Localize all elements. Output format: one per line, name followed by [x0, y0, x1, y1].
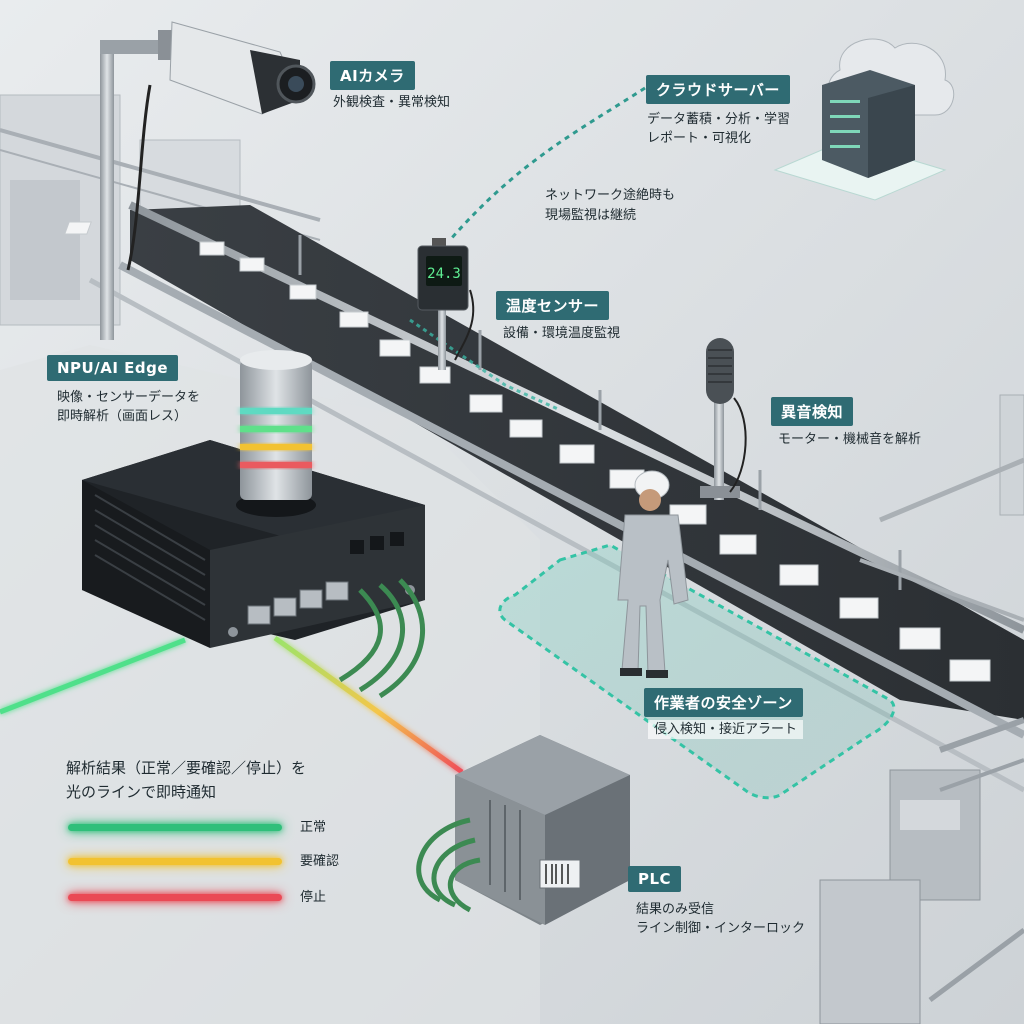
- cloud-server-icon: [773, 38, 955, 201]
- cloud-desc: データ蓄積・分析・学習 レポート・可視化: [647, 110, 790, 148]
- legend-line-normal: [68, 824, 282, 831]
- temperature-display: 24.3: [427, 266, 461, 282]
- legend-title-line: 光のラインで即時通知: [66, 783, 217, 801]
- legend-title: 解析結果（正常／要確認／停止）を 光のラインで即時通知: [66, 756, 306, 804]
- network-note: ネットワーク途絶時も 現場監視は継続: [545, 186, 675, 226]
- legend-label-stop: 停止: [300, 890, 327, 905]
- safety-desc: 侵入検知・接近アラート: [648, 720, 804, 739]
- camera-desc: 外観検査・異常検知: [333, 95, 451, 110]
- plc-desc: 結果のみ受信 ライン制御・インターロック: [636, 900, 805, 938]
- legend-item-stop: 停止: [68, 888, 368, 908]
- legend-item-normal: 正常: [68, 818, 368, 838]
- legend-line-stop: [68, 894, 282, 901]
- cloud-title: クラウドサーバー: [646, 75, 790, 104]
- worker-icon: [617, 470, 689, 678]
- legend-label-check: 要確認: [300, 854, 340, 869]
- network-note-line: 現場監視は継続: [545, 208, 637, 223]
- temperature-sensor-icon: [417, 238, 475, 370]
- cloud-desc-line: レポート・可視化: [647, 131, 752, 146]
- plc-icon: [416, 735, 630, 925]
- plc-desc-line: ライン制御・インターロック: [636, 921, 806, 936]
- camera-icon: [100, 21, 316, 340]
- acoustic-desc: モーター・機械音を解析: [778, 432, 922, 447]
- plc-desc-line: 結果のみ受信: [636, 902, 715, 917]
- safety-title: 作業者の安全ゾーン: [644, 688, 803, 717]
- plc-title: PLC: [628, 866, 682, 892]
- network-note-line: ネットワーク途絶時も: [545, 188, 676, 203]
- edge-title: NPU/AI Edge: [47, 355, 179, 381]
- acoustic-title: 異音検知: [771, 397, 854, 426]
- edge-desc-line: 即時解析（画面レス）: [57, 409, 188, 424]
- microphone-icon: [700, 338, 747, 500]
- status-beam-green: [0, 637, 186, 715]
- legend-label-normal: 正常: [300, 820, 327, 835]
- cloud-desc-line: データ蓄積・分析・学習: [647, 112, 791, 127]
- network-link-belt: [409, 318, 561, 412]
- temp-sensor-desc: 設備・環境温度監視: [503, 326, 621, 341]
- legend-line-check: [68, 858, 282, 865]
- temp-sensor-title: 温度センサー: [496, 291, 610, 320]
- legend-title-line: 解析結果（正常／要確認／停止）を: [66, 759, 307, 777]
- edge-desc-line: 映像・センサーデータを: [57, 390, 201, 405]
- legend-item-check: 要確認: [68, 852, 368, 872]
- camera-title: AIカメラ: [330, 61, 415, 90]
- right-machines: [819, 394, 1024, 1024]
- network-link: [448, 86, 646, 241]
- edge-desc: 映像・センサーデータを 即時解析（画面レス）: [57, 388, 200, 426]
- signal-tower-icon: [236, 350, 316, 517]
- status-beam-gradient: [273, 635, 464, 775]
